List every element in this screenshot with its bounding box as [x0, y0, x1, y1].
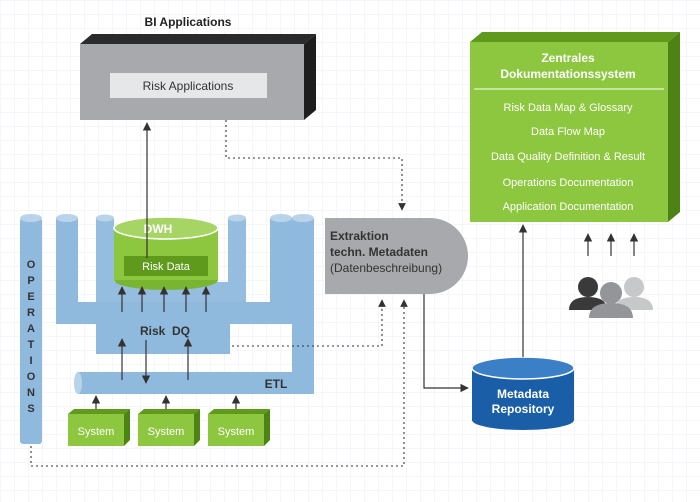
extraction-line2: techn. Metadaten: [330, 245, 428, 259]
bi-applications-box: Risk Applications: [80, 34, 316, 120]
operations-letter: T: [28, 339, 35, 351]
extraction-line3: (Datenbeschreibung): [330, 261, 442, 275]
system-box-1: [68, 409, 130, 446]
doc-item-risk-data-map: Risk Data Map & Glossary: [504, 102, 633, 114]
operations-letter: A: [27, 323, 35, 335]
system-label-1: System: [78, 426, 115, 438]
operations-letter: S: [27, 403, 34, 415]
extraction-line1: Extraktion: [330, 229, 389, 243]
dwh-label: DWH: [144, 222, 173, 236]
dwh-cylinder: [113, 216, 219, 290]
system-box-2: [138, 409, 200, 446]
risk-data-label: Risk Data: [142, 261, 191, 273]
etl-label: ETL: [265, 377, 288, 391]
system-label-2: System: [148, 426, 185, 438]
metadata-repo-line2: Repository: [492, 402, 555, 416]
operations-letter: O: [27, 371, 36, 383]
flow-arrows: [91, 122, 639, 409]
bi-applications-title: BI Applications: [145, 15, 232, 29]
doc-title-line1: Zentrales: [541, 51, 595, 65]
etl-pipe: [74, 372, 314, 394]
metadata-dotted-arrows: [30, 120, 408, 467]
operations-letter: P: [27, 275, 34, 287]
documentation-system-box: Zentrales Dokumentationssystem Risk Data…: [470, 32, 680, 222]
system-label-3: System: [218, 426, 255, 438]
risk-applications-box: [110, 73, 267, 98]
doc-item-operations-documentation: Operations Documentation: [503, 177, 634, 189]
risk-dq-label: Risk DQ: [140, 324, 190, 338]
system-box-3: [208, 409, 270, 446]
operations-letter: I: [29, 355, 32, 367]
risk-data-box: [124, 256, 208, 276]
doc-item-data-flow-map: Data Flow Map: [531, 126, 605, 138]
etl-riser: [292, 214, 314, 394]
extraction-box: [325, 218, 468, 294]
operations-letter: E: [27, 291, 34, 303]
users-icon: [569, 277, 653, 318]
doc-item-data-quality: Data Quality Definition & Result: [491, 151, 645, 163]
doc-item-application-documentation: Application Documentation: [503, 201, 634, 213]
risk-applications-label: Risk Applications: [143, 79, 234, 93]
metadata-repository-cylinder: [471, 356, 575, 430]
operations-letter: R: [27, 307, 35, 319]
doc-title-line2: Dokumentationssystem: [500, 67, 635, 81]
metadata-repo-line1: Metadata: [497, 387, 549, 401]
operations-column: [20, 214, 42, 444]
operations-letter: O: [27, 259, 36, 271]
operations-letter: N: [27, 387, 35, 399]
